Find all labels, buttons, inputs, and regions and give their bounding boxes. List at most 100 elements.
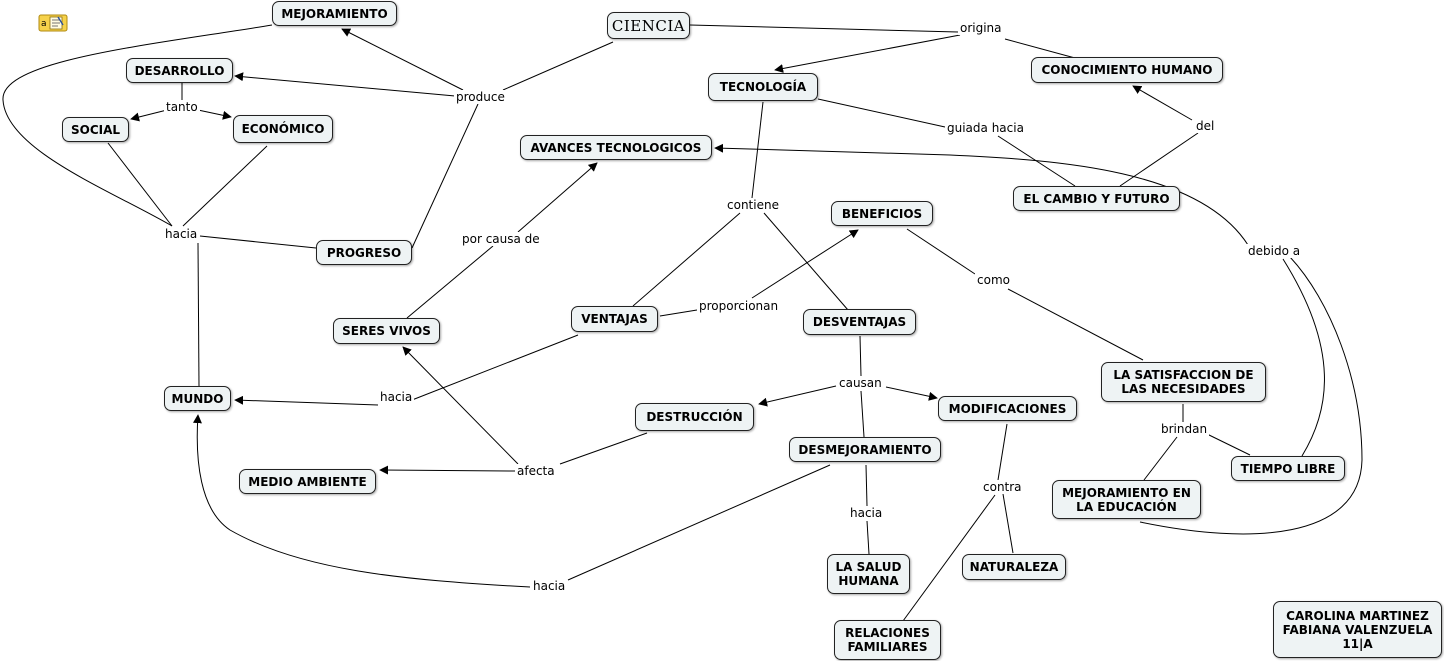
link-mejoramiento-hacia bbox=[2, 24, 273, 227]
node-avances-label: AVANCES TECNOLOGICOS bbox=[530, 140, 702, 155]
link-label-como: como bbox=[975, 273, 1012, 287]
link-hacia-mundo-2 bbox=[234, 395, 379, 406]
link-ciencia-produce bbox=[502, 41, 614, 91]
node-autores[interactable]: CAROLINA MARTINEZ FABIANA VALENZUELA 11|… bbox=[1273, 601, 1442, 658]
node-mejoramiento[interactable]: MEJORAMIENTO bbox=[272, 1, 397, 26]
link-label-hacia-mundo: hacia bbox=[378, 390, 415, 404]
link-tiempo-debido bbox=[1282, 258, 1325, 457]
link-economico-hacia bbox=[182, 145, 268, 227]
link-label-contra: contra bbox=[981, 480, 1024, 494]
node-desarrollo[interactable]: DESARROLLO bbox=[126, 58, 233, 83]
link-edu-debido bbox=[1139, 256, 1363, 535]
node-conocimiento-humano[interactable]: CONOCIMIENTO HUMANO bbox=[1031, 57, 1223, 83]
link-contiene-ventajas bbox=[632, 212, 741, 307]
link-label-por-causa-de: por causa de bbox=[460, 232, 542, 246]
node-mejoramiento-label: MEJORAMIENTO bbox=[281, 6, 388, 21]
link-afecta-medio bbox=[379, 465, 516, 475]
node-modificaciones[interactable]: MODIFICACIONES bbox=[938, 396, 1077, 421]
node-naturaleza-label: NATURALEZA bbox=[969, 560, 1059, 574]
node-satisfaccion-necesidades[interactable]: LA SATISFACCION DE LAS NECESIDADES bbox=[1101, 362, 1266, 402]
link-social-hacia bbox=[107, 142, 173, 227]
link-brindan-edu bbox=[1143, 436, 1178, 481]
link-proporcionan-beneficios bbox=[751, 229, 859, 299]
node-desmejoramiento[interactable]: DESMEJORAMIENTO bbox=[789, 437, 941, 462]
node-social-label: SOCIAL bbox=[70, 122, 121, 137]
link-label-brindan: brindan bbox=[1159, 422, 1210, 436]
link-origina-conocimiento bbox=[1004, 38, 1076, 59]
node-tiempo-libre[interactable]: TIEMPO LIBRE bbox=[1231, 456, 1345, 481]
link-brindan-tiempo bbox=[1206, 433, 1251, 456]
link-label-origina: origina bbox=[958, 21, 1004, 35]
node-seres-vivos-label: SERES VIVOS bbox=[342, 324, 431, 338]
link-beneficios-como bbox=[906, 228, 976, 275]
node-conocimiento-label: CONOCIMIENTO HUMANO bbox=[1041, 63, 1213, 77]
link-label-del: del bbox=[1194, 119, 1217, 133]
link-ciencia-origina bbox=[689, 24, 959, 33]
link-label-afecta: afecta bbox=[515, 464, 557, 478]
node-ventajas[interactable]: VENTAJAS bbox=[571, 306, 658, 332]
badge-letter: a bbox=[41, 19, 47, 29]
node-naturaleza[interactable]: NATURALEZA bbox=[962, 554, 1066, 580]
link-causan-modificaciones bbox=[885, 386, 938, 401]
node-medio-ambiente[interactable]: MEDIO AMBIENTE bbox=[239, 469, 376, 494]
link-desventajas-causan bbox=[859, 335, 862, 377]
node-salud-label: LA SALUD HUMANA bbox=[835, 560, 902, 588]
node-desventajas[interactable]: DESVENTAJAS bbox=[803, 309, 916, 335]
node-avances-tecnologicos[interactable]: AVANCES TECNOLOGICOS bbox=[520, 135, 712, 160]
link-hacia-salud bbox=[866, 520, 870, 555]
link-tecnologia-contiene bbox=[751, 101, 764, 199]
link-destruccion-afecta bbox=[559, 432, 648, 465]
node-mejoramiento-edu-label: MEJORAMIENTO EN LA EDUCACIÓN bbox=[1062, 485, 1191, 514]
node-cambio-futuro[interactable]: EL CAMBIO Y FUTURO bbox=[1013, 186, 1180, 211]
node-tiempo-libre-label: TIEMPO LIBRE bbox=[1240, 461, 1336, 476]
node-satisfaccion-label: LA SATISFACCION DE LAS NECESIDADES bbox=[1113, 368, 1254, 396]
node-relaciones-familiares[interactable]: RELACIONES FAMILIARES bbox=[834, 620, 941, 660]
notes-icon[interactable]: a bbox=[38, 14, 68, 32]
node-social[interactable]: SOCIAL bbox=[62, 117, 129, 142]
link-progreso-hacia bbox=[199, 235, 317, 249]
node-desarrollo-label: DESARROLLO bbox=[134, 63, 225, 78]
node-ciencia-label: CIENCIA bbox=[611, 16, 686, 35]
node-tecnologia[interactable]: TECNOLOGÍA bbox=[708, 73, 818, 101]
node-beneficios-label: BENEFICIOS bbox=[841, 206, 923, 221]
node-destruccion-label: DESTRUCCIÓN bbox=[646, 410, 743, 424]
link-hacia-mundo-bottom bbox=[192, 414, 531, 588]
node-desventajas-label: DESVENTAJAS bbox=[812, 315, 907, 329]
link-afecta-seres bbox=[402, 346, 519, 465]
node-destruccion[interactable]: DESTRUCCIÓN bbox=[635, 403, 754, 431]
node-salud-humana[interactable]: LA SALUD HUMANA bbox=[827, 554, 910, 594]
node-desmejoramiento-label: DESMEJORAMIENTO bbox=[798, 442, 932, 457]
node-progreso[interactable]: PROGRESO bbox=[316, 240, 412, 265]
link-tecnologia-guiada bbox=[817, 98, 946, 128]
node-relaciones-label: RELACIONES FAMILIARES bbox=[845, 626, 930, 654]
link-tanto-social bbox=[130, 109, 168, 122]
link-label-proporcionan: proporcionan bbox=[697, 299, 781, 313]
node-mundo-label: MUNDO bbox=[171, 391, 224, 406]
link-desmejoramiento-hacia-bottom bbox=[567, 464, 831, 581]
node-ciencia[interactable]: CIENCIA bbox=[607, 12, 690, 39]
link-causan-desmejoramiento bbox=[860, 390, 865, 438]
link-debido-avances bbox=[714, 143, 1249, 246]
node-ventajas-label: VENTAJAS bbox=[581, 312, 648, 326]
link-tanto-economico bbox=[197, 109, 232, 120]
link-produce-desarrollo bbox=[234, 72, 456, 97]
link-produce-mejoramiento bbox=[341, 28, 464, 91]
link-label-tanto: tanto bbox=[164, 100, 200, 114]
node-autores-label: CAROLINA MARTINEZ FABIANA VALENZUELA 11|… bbox=[1282, 608, 1433, 651]
link-label-hacia-salud: hacia bbox=[848, 506, 885, 520]
link-ventajas-proporcionan bbox=[659, 309, 698, 317]
link-label-contiene: contiene bbox=[725, 198, 781, 212]
link-modificaciones-contra bbox=[997, 423, 1008, 481]
node-mejoramiento-educacion[interactable]: MEJORAMIENTO EN LA EDUCACIÓN bbox=[1052, 480, 1201, 519]
link-hacia-mundo bbox=[197, 242, 200, 387]
node-beneficios[interactable]: BENEFICIOS bbox=[831, 201, 933, 226]
link-label-guiada-hacia: guiada hacia bbox=[945, 121, 1026, 135]
node-economico[interactable]: ECONÓMICO bbox=[233, 115, 333, 143]
node-seres-vivos[interactable]: SERES VIVOS bbox=[333, 318, 440, 344]
link-contra-naturaleza bbox=[1002, 493, 1014, 554]
link-contiene-desventajas bbox=[763, 212, 849, 311]
node-mundo[interactable]: MUNDO bbox=[164, 386, 231, 411]
link-desmejoramiento-hacia bbox=[865, 464, 868, 507]
link-cambio-del bbox=[1119, 132, 1199, 187]
